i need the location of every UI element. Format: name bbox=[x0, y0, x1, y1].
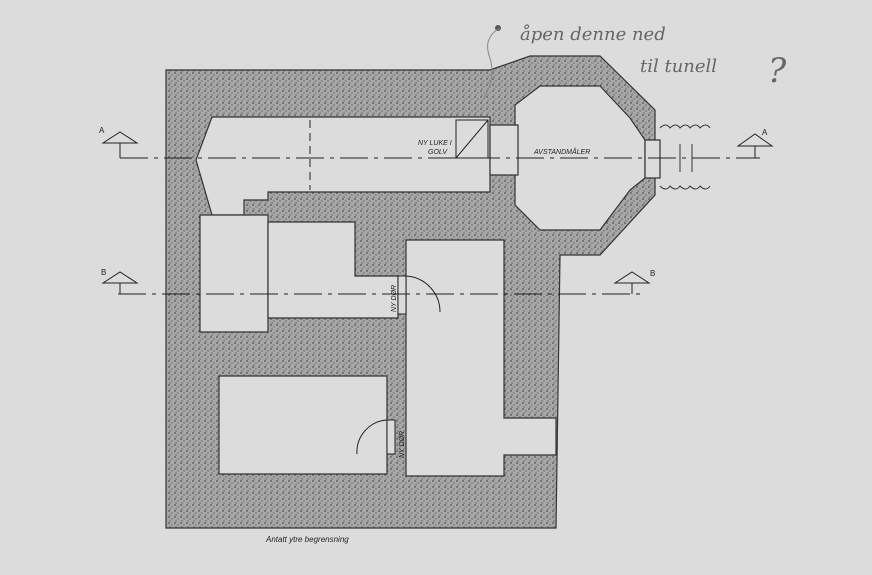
hatch-label-line1: NY LUKE I bbox=[418, 140, 452, 147]
section-a-left-label: A bbox=[99, 126, 105, 135]
connector bbox=[489, 124, 519, 176]
note-line1: åpen denne ned bbox=[520, 23, 666, 45]
left-room bbox=[199, 214, 269, 333]
door-upper bbox=[397, 275, 441, 315]
interior-rooms bbox=[195, 85, 661, 477]
door-upper-label: NY DØR bbox=[391, 285, 398, 312]
central-room bbox=[405, 239, 557, 477]
handwritten-note: åpen denne ned til tunell ? bbox=[483, 23, 787, 99]
section-b-right-label: B bbox=[650, 269, 655, 278]
rangefinder-label: AVSTANDMÅLER bbox=[533, 147, 590, 156]
section-b-left-label: B bbox=[101, 268, 106, 277]
lower-left-room bbox=[218, 375, 388, 475]
note-question-mark: ? bbox=[768, 51, 787, 91]
note-line2: til tunell bbox=[640, 56, 717, 77]
section-a-right-label: A bbox=[762, 128, 768, 137]
section-line-b bbox=[101, 271, 651, 295]
door-lower-label: NY DØR bbox=[399, 431, 406, 458]
embrasure bbox=[644, 139, 661, 179]
door-lower bbox=[356, 419, 396, 455]
outer-boundary-label: Antatt ytre begrensning bbox=[265, 535, 349, 544]
hatch-label-line2: GOLV bbox=[428, 149, 448, 156]
section-line-a bbox=[101, 131, 774, 159]
